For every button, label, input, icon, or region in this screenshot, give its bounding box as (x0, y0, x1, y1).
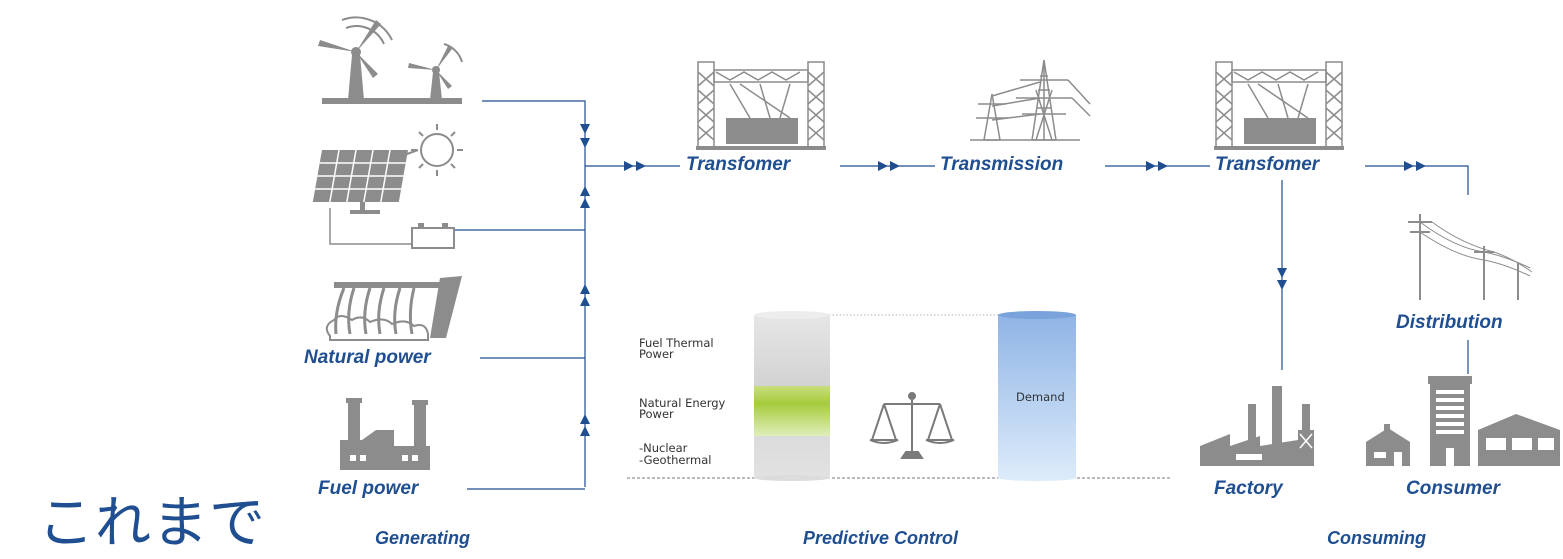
predictive-control-section-label: Predictive Control (803, 528, 959, 548)
demand-label: Demand (1016, 390, 1065, 404)
transformer-label-1: Transfomer (684, 154, 793, 176)
transmission-label: Transmission (938, 154, 1066, 176)
factory-label: Factory (1214, 478, 1283, 499)
consuming-section-label: Consuming (1327, 528, 1426, 548)
fuel-thermal-label: Fuel Thermal Power (639, 336, 714, 361)
transformer-label-2: Transfomer (1213, 154, 1322, 176)
supply-cylinder (754, 311, 830, 481)
natural-energy-label: Natural Energy Power (639, 396, 726, 421)
page-title: これまで (38, 491, 266, 556)
natural-power-label: Natural power (304, 347, 431, 368)
fuel-power-label: Fuel power (318, 478, 419, 499)
consumer-label: Consumer (1406, 478, 1500, 499)
flow-arrow-markers (580, 124, 1426, 436)
natural-energy-band (754, 386, 830, 436)
transformer-icon (1215, 61, 1343, 149)
fuel-plant-icon (340, 398, 430, 470)
transformer-icon-base (1214, 118, 1344, 150)
balance-scale-icon (869, 392, 955, 459)
transformer-icon-base (696, 118, 826, 150)
wind-turbine-icon (318, 16, 463, 104)
factory-icon (1200, 386, 1314, 466)
generating-section-label: Generating (375, 528, 471, 548)
nuclear-label: -Nuclear (639, 441, 688, 455)
transmission-tower-icon (970, 59, 1091, 141)
transformer-icon (697, 61, 825, 149)
solar-panel-icon (312, 124, 463, 249)
demand-cylinder (998, 311, 1076, 481)
distribution-label: Distribution (1396, 312, 1503, 333)
utility-pole-icon (1408, 214, 1533, 300)
consumer-buildings-icon (1366, 376, 1560, 466)
hydro-dam-icon (325, 276, 462, 341)
geothermal-label: -Geothermal (639, 453, 712, 467)
